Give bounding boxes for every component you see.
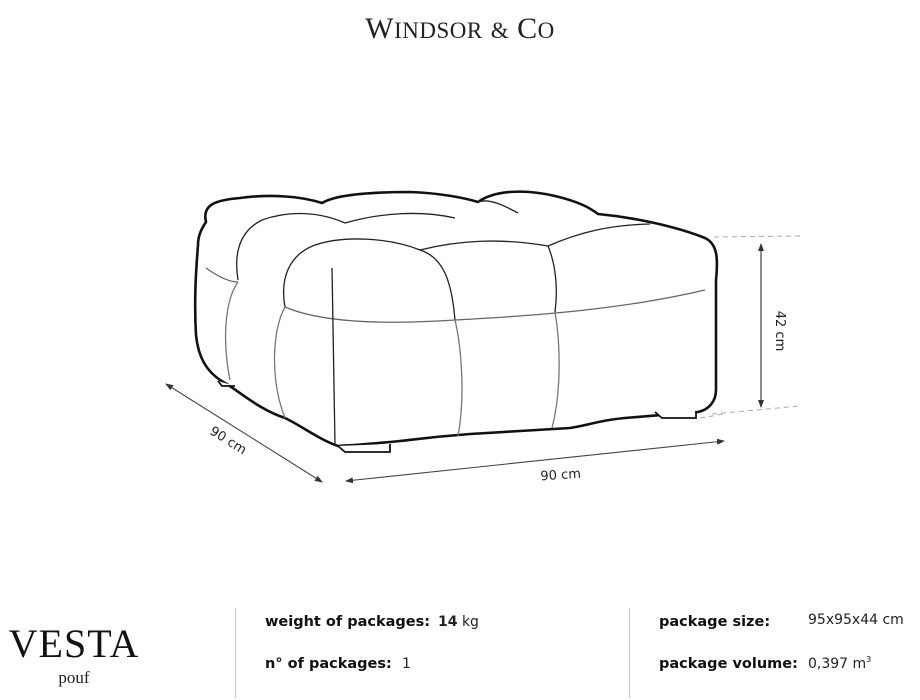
- volume-exponent: 3: [866, 655, 872, 664]
- pouf-dimension-drawing: 42 cm 90 cm 90 cm: [165, 190, 801, 485]
- width-dimension: 90 cm: [345, 413, 725, 485]
- divider-left: [235, 608, 236, 698]
- package-size-value: 95x95x44 cm: [808, 612, 904, 628]
- brand-co-initial: C: [517, 12, 538, 45]
- brand-co-rest: O: [537, 18, 555, 43]
- product-name: VESTA: [8, 621, 140, 666]
- weight-value: 14 kg: [438, 614, 479, 630]
- width-label: 90 cm: [540, 467, 581, 485]
- brand-initial: W: [365, 12, 395, 45]
- pouf-legs: [217, 380, 697, 453]
- package-size-label: package size:: [659, 614, 771, 630]
- height-dimension: 42 cm: [711, 235, 801, 415]
- brand-rest: INDSOR: [394, 18, 483, 43]
- divider-right: [629, 608, 630, 698]
- weight-number: 14: [438, 614, 458, 630]
- pouf-outline: [193, 190, 719, 448]
- brand-ampersand: &: [490, 18, 510, 43]
- package-volume-label: package volume:: [659, 656, 798, 672]
- depth-label: 90 cm: [207, 424, 249, 458]
- volume-number: 0,397 m: [808, 656, 867, 672]
- package-count-label: n° of packages:: [265, 656, 392, 672]
- package-volume-value: 0,397 m3: [808, 655, 871, 672]
- pouf-seams: [205, 200, 706, 446]
- height-label: 42 cm: [772, 311, 787, 352]
- depth-dimension: 90 cm: [165, 383, 323, 483]
- brand-logo: WINDSOR & CO: [0, 12, 920, 46]
- weight-unit: kg: [461, 614, 479, 630]
- package-count-value: 1: [402, 656, 411, 672]
- weight-label: weight of packages:: [265, 614, 431, 630]
- product-type: pouf: [58, 668, 90, 687]
